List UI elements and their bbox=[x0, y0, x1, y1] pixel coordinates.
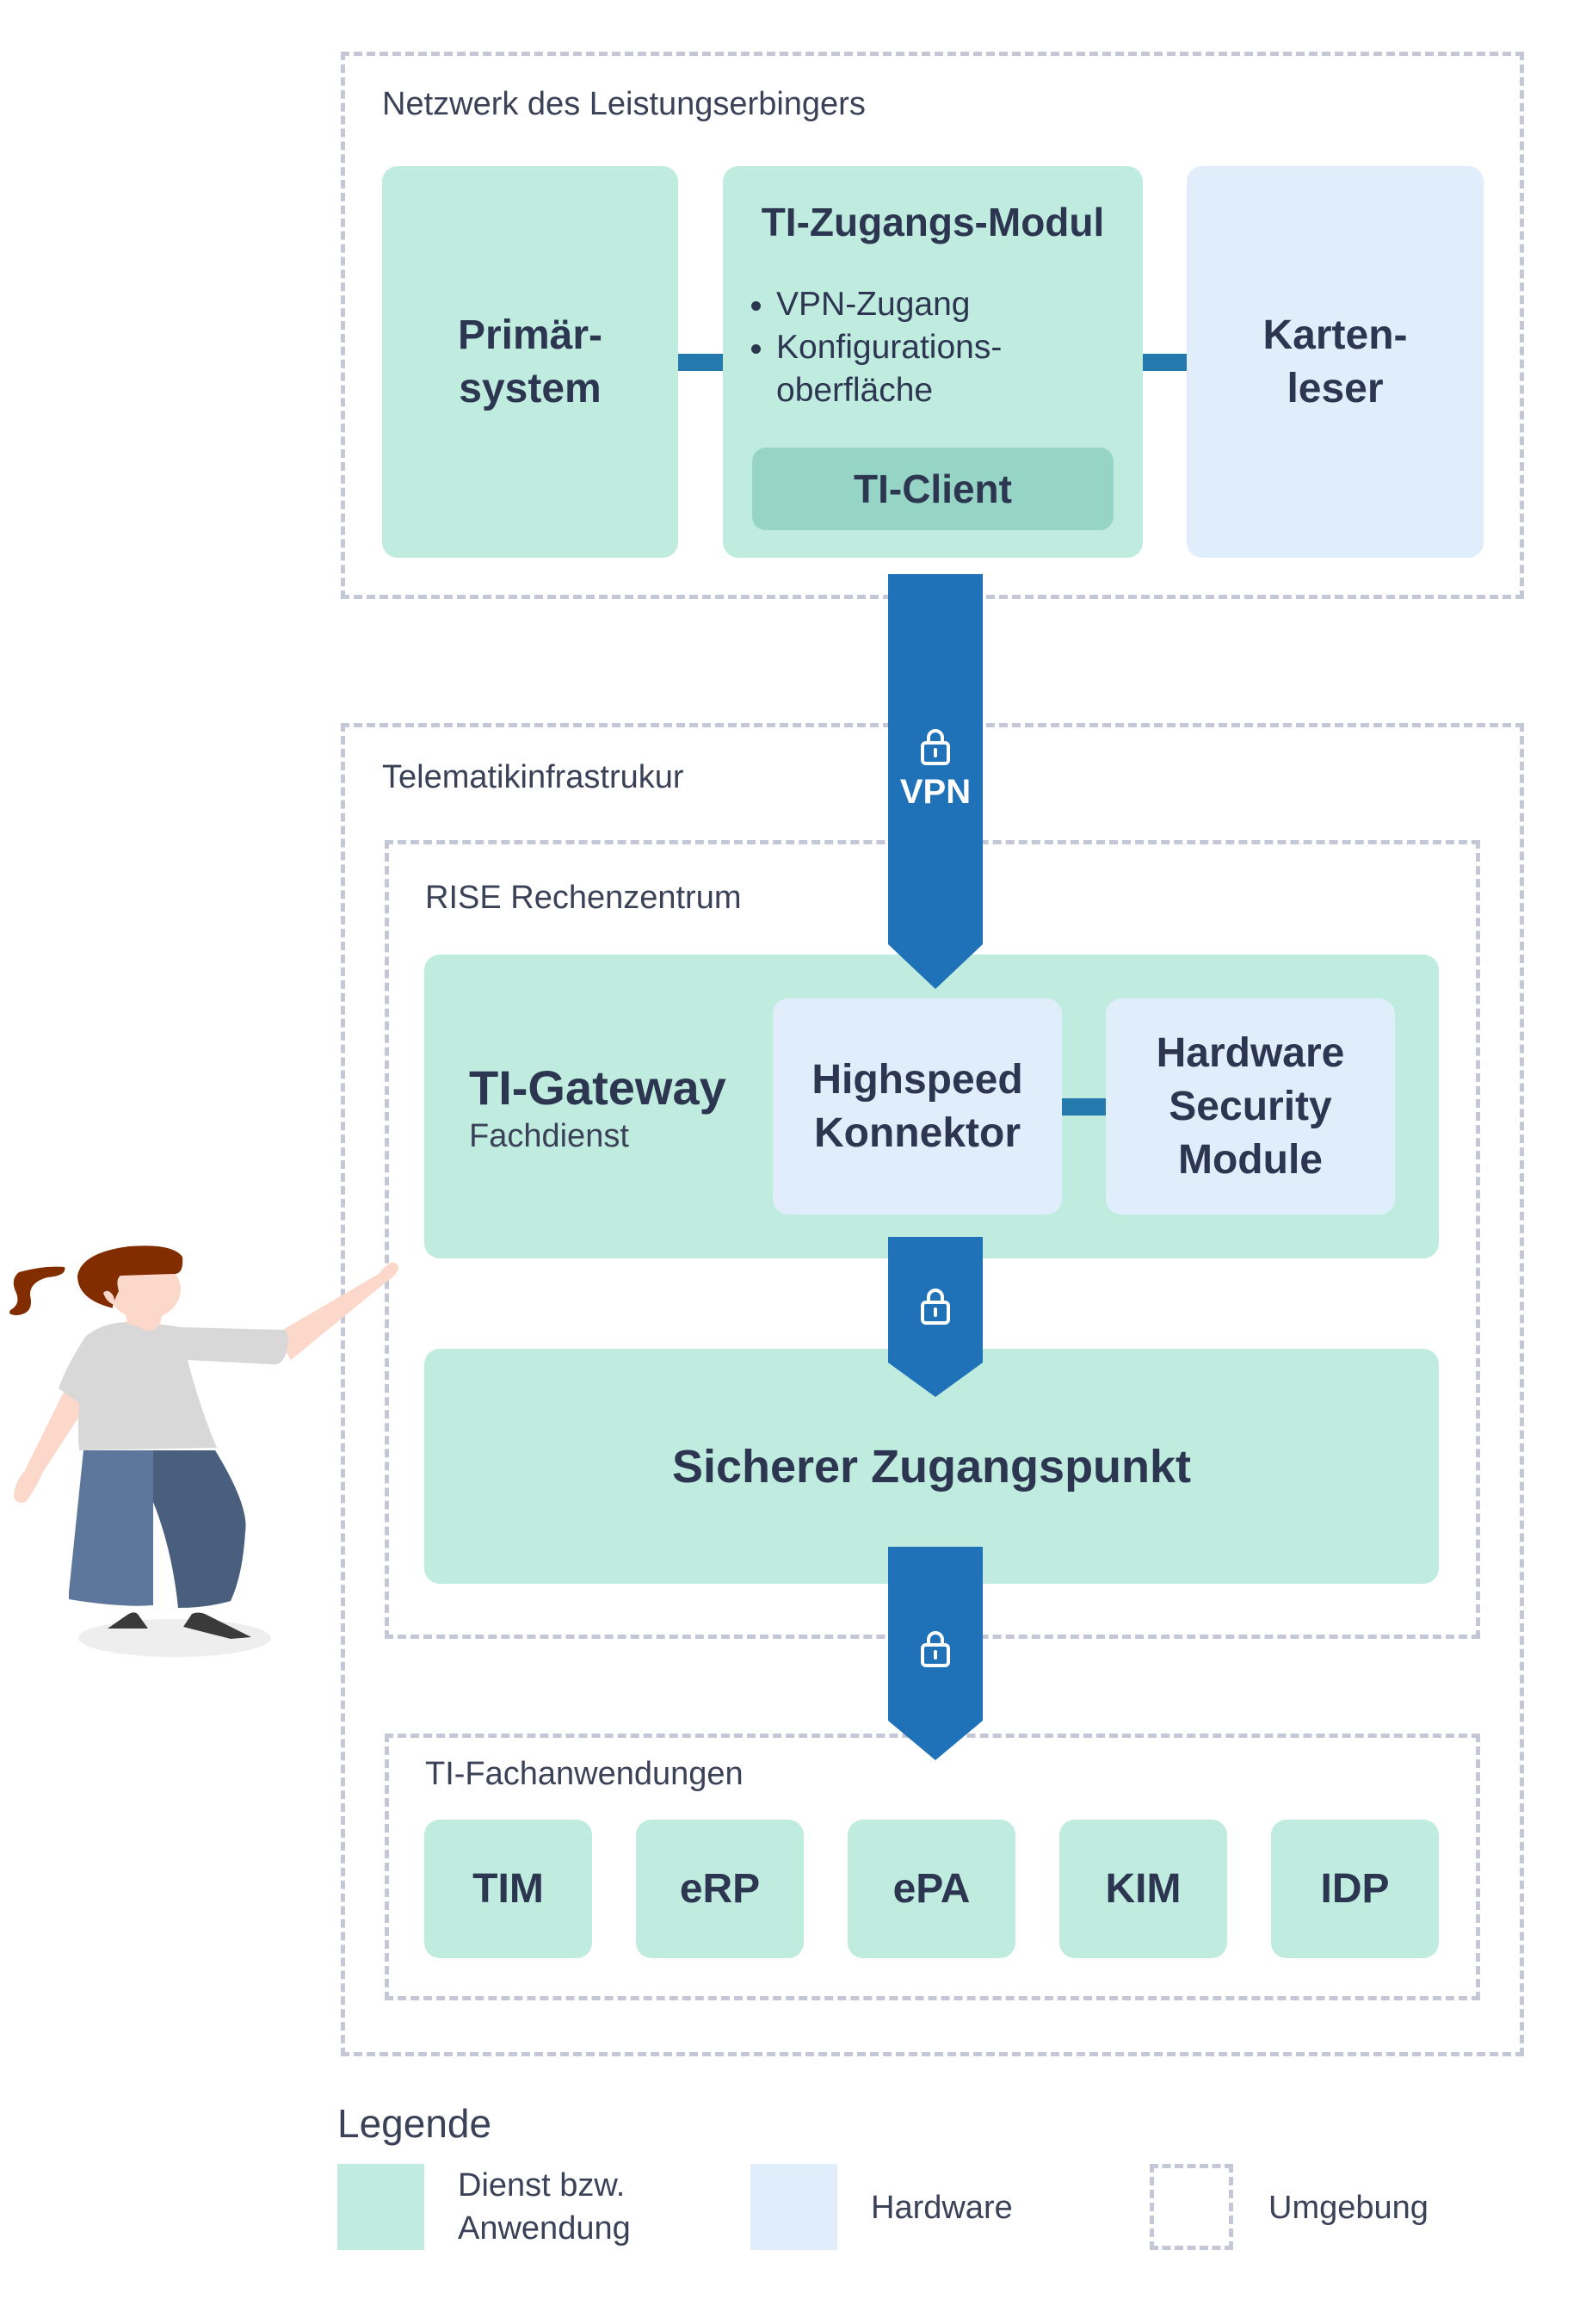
app-idp[interactable]: IDP bbox=[1271, 1820, 1439, 1958]
ti-gateway-subtitle: Fachdienst bbox=[469, 1118, 629, 1154]
primaersystem-label-line2: system bbox=[459, 365, 602, 411]
legend-label-hardware: Hardware bbox=[871, 2190, 1013, 2226]
primaersystem-box[interactable]: Primär- system bbox=[382, 166, 678, 558]
zugangspunkt-to-apps-arrow bbox=[888, 1547, 983, 1760]
legend-swatch-environment bbox=[1150, 2164, 1233, 2250]
person-ponytail bbox=[9, 1266, 65, 1315]
legend-swatch-service bbox=[337, 2164, 424, 2250]
gateway-to-zugangspunkt-arrow bbox=[888, 1237, 983, 1397]
konnektor-label-line2: Konnektor bbox=[814, 1109, 1021, 1156]
konnektor-label-line1: Highspeed bbox=[812, 1056, 1023, 1103]
person-shoe-left bbox=[108, 1612, 148, 1629]
person-arm-left bbox=[14, 1390, 96, 1503]
ti-client-box[interactable]: TI-Client bbox=[752, 448, 1114, 530]
sicherer-zugangspunkt-box[interactable]: Sicherer Zugangspunkt bbox=[424, 1349, 1439, 1584]
ti-gateway-title: TI-Gateway bbox=[469, 1060, 726, 1115]
app-epa-label: ePA bbox=[892, 1866, 971, 1912]
zugangsmodul-features: VPN-Zugang Konfigurations-oberfläche bbox=[723, 283, 1002, 412]
zugangsmodul-title: TI-Zugangs-Modul bbox=[761, 200, 1105, 244]
lock-icon bbox=[921, 1289, 950, 1325]
app-tim-label: TIM bbox=[472, 1866, 544, 1912]
hsm-label-line1: Hardware bbox=[1156, 1029, 1345, 1076]
legend-label-environment: Umgebung bbox=[1268, 2190, 1429, 2226]
app-tim[interactable]: TIM bbox=[424, 1820, 592, 1958]
sicherer-zugangspunkt-label: Sicherer Zugangspunkt bbox=[671, 1440, 1192, 1493]
app-erp[interactable]: eRP bbox=[636, 1820, 804, 1958]
primaersystem-label-line1: Primär- bbox=[457, 312, 603, 358]
kartenleser-label-line1: Karten- bbox=[1262, 312, 1408, 358]
feature-konfig: Konfigurations-oberfläche bbox=[776, 326, 1002, 412]
kartenleser-label-line2: leser bbox=[1287, 365, 1384, 411]
person-shadow bbox=[78, 1619, 271, 1657]
hsm-box[interactable]: Hardware Security Module bbox=[1106, 998, 1395, 1215]
feature-vpn: VPN-Zugang bbox=[776, 283, 1002, 326]
app-kim[interactable]: KIM bbox=[1059, 1820, 1227, 1958]
zugangsmodul-box[interactable]: TI-Zugangs-Modul VPN-Zugang Konfiguratio… bbox=[723, 166, 1143, 558]
person-trousers-left bbox=[69, 1450, 153, 1606]
legend-swatch-hardware bbox=[750, 2164, 837, 2250]
telematik-label: Telematikinfrastrukur bbox=[382, 759, 684, 795]
person-shoe-right bbox=[183, 1612, 251, 1639]
person-arm-right bbox=[275, 1262, 399, 1360]
connector-zugang-kartenleser bbox=[1143, 354, 1187, 371]
app-epa[interactable]: ePA bbox=[848, 1820, 1015, 1958]
vpn-label: VPN bbox=[899, 773, 972, 811]
highspeed-konnektor-box[interactable]: Highspeed Konnektor bbox=[773, 998, 1062, 1215]
fachanwendungen-label: TI-Fachanwendungen bbox=[425, 1756, 744, 1792]
provider-network-label: Netzwerk des Leistungserbingers bbox=[382, 86, 866, 122]
vpn-arrow bbox=[888, 574, 983, 989]
lock-icon bbox=[921, 1631, 950, 1667]
legend-title: Legende bbox=[337, 2101, 492, 2146]
legend-label-service: Dienst bzw.Anwendung bbox=[458, 2167, 631, 2247]
ti-client-label: TI-Client bbox=[854, 467, 1012, 511]
app-kim-label: KIM bbox=[1105, 1866, 1182, 1912]
hsm-label-line2: Security bbox=[1169, 1083, 1332, 1129]
person-ear bbox=[103, 1290, 115, 1305]
rise-label: RISE Rechenzentrum bbox=[425, 880, 742, 916]
lock-icon bbox=[921, 729, 950, 765]
person-trousers-right bbox=[153, 1450, 246, 1608]
connector-konnektor-hsm bbox=[1062, 1098, 1106, 1116]
hsm-label-line3: Module bbox=[1178, 1136, 1323, 1183]
person-shirt bbox=[59, 1322, 288, 1450]
kartenleser-box[interactable]: Karten- leser bbox=[1187, 166, 1484, 558]
connector-primaer-zugang bbox=[678, 354, 723, 371]
vpn-arrow-shape bbox=[888, 574, 983, 989]
app-erp-label: eRP bbox=[679, 1866, 761, 1912]
person-illustration bbox=[9, 1245, 399, 1657]
app-idp-label: IDP bbox=[1320, 1866, 1390, 1912]
